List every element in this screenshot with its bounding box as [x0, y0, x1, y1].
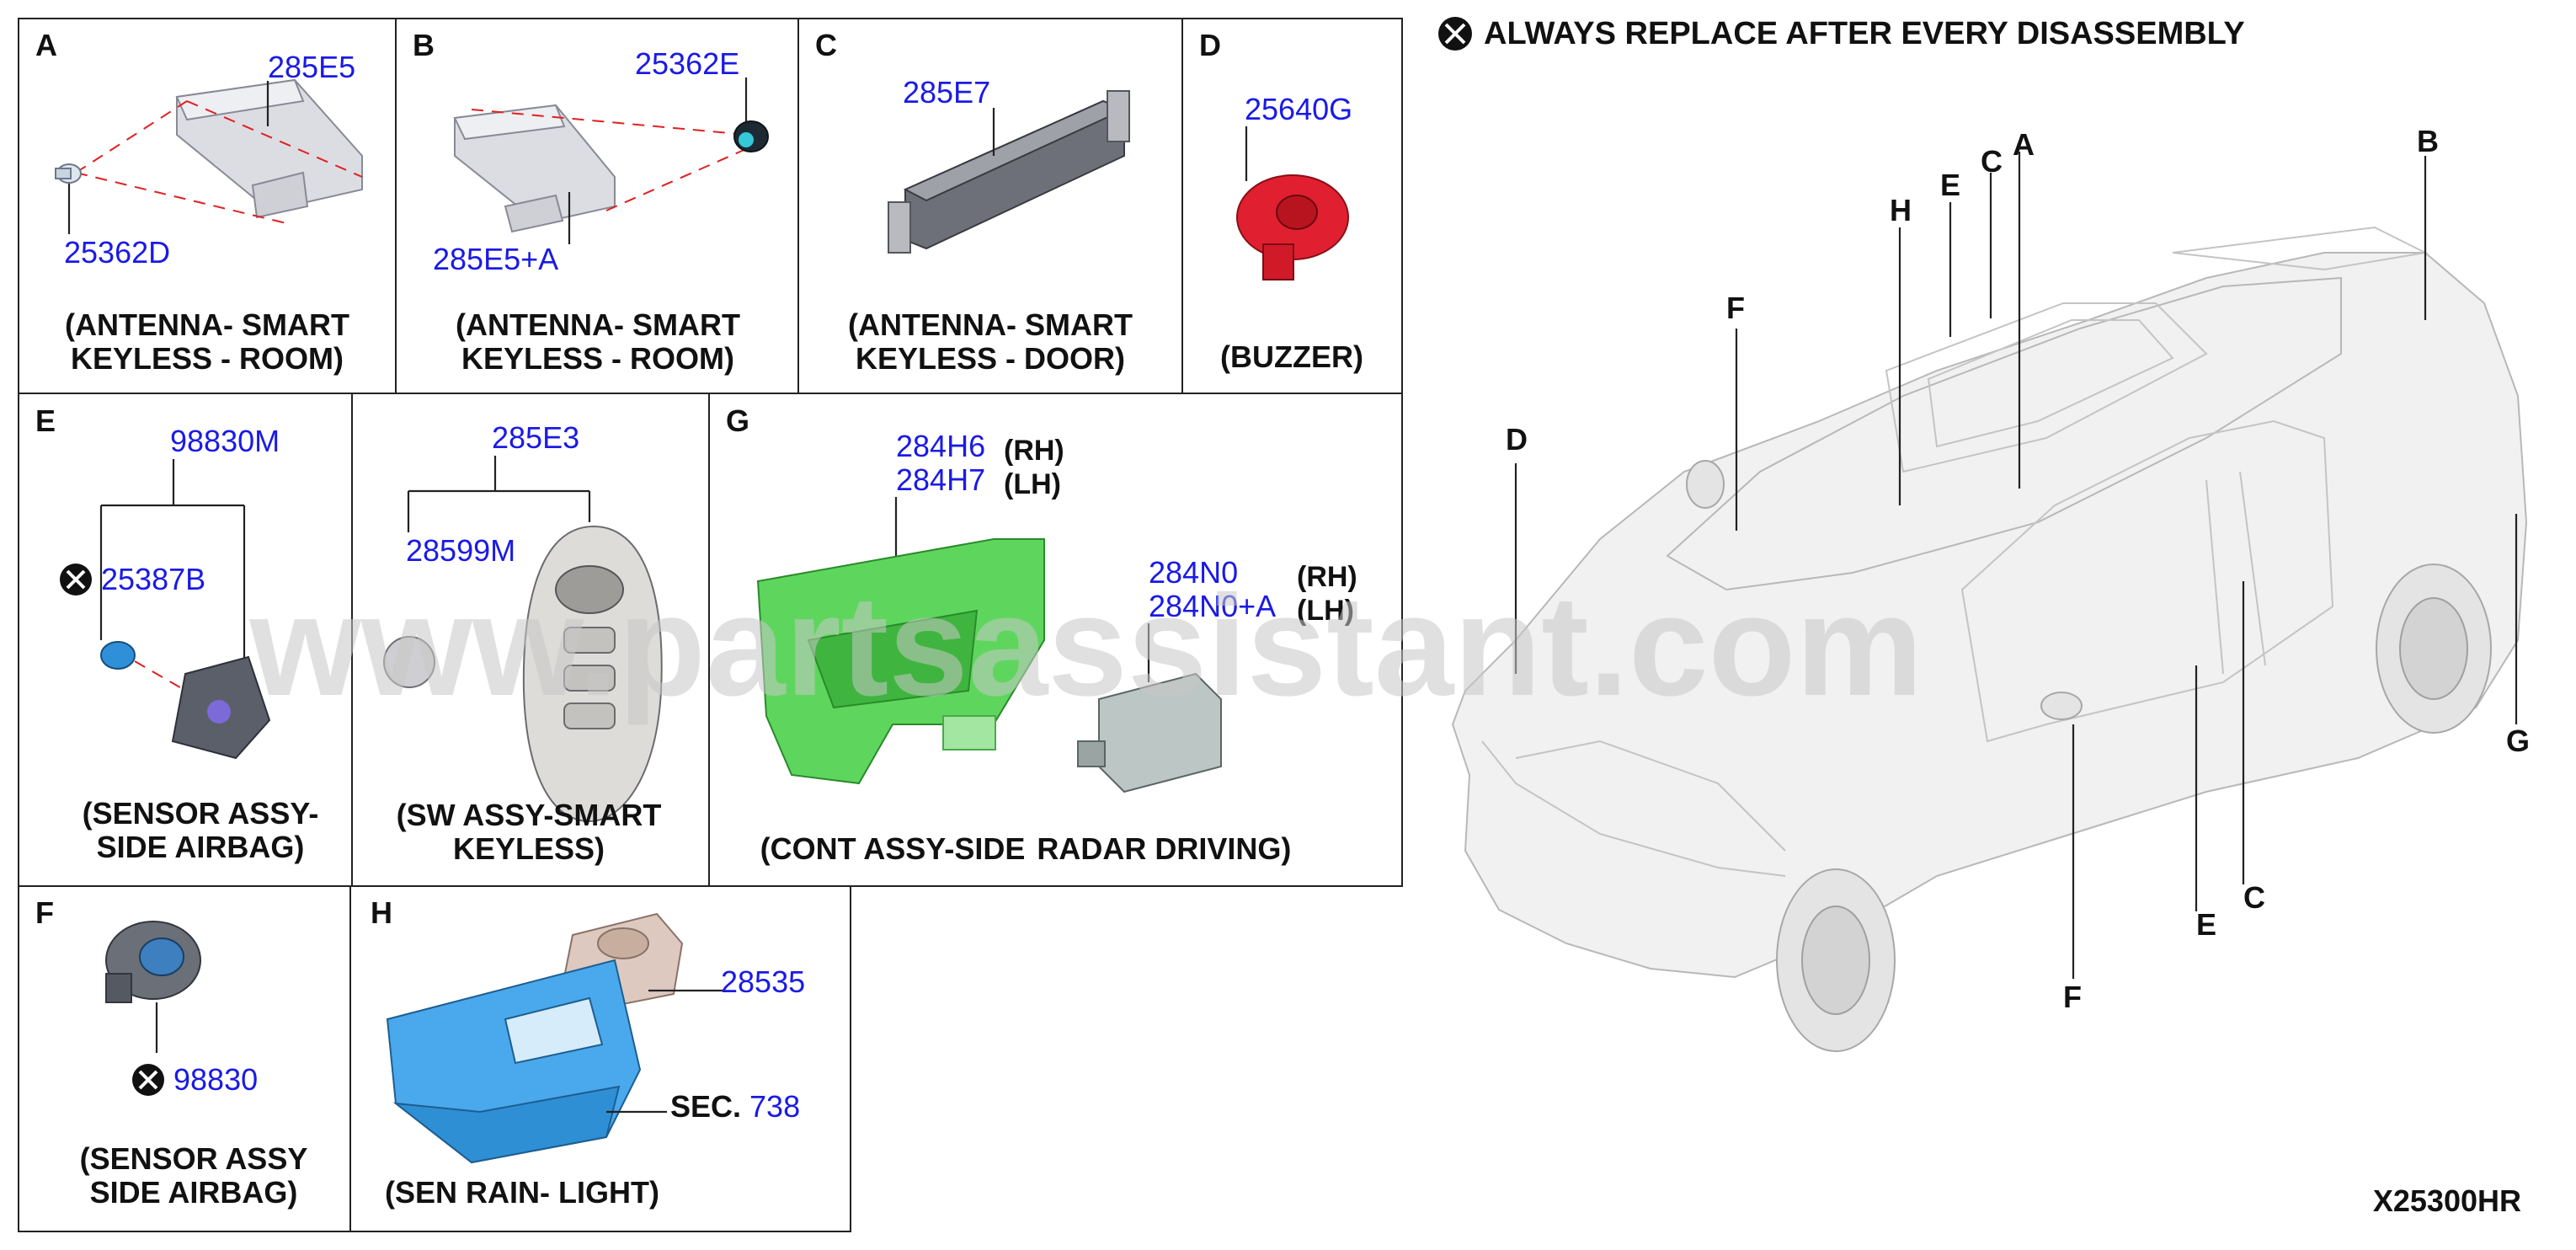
replace-note-text: ALWAYS REPLACE AFTER EVERY DISASSEMBLY: [1484, 16, 2245, 51]
part-number[interactable]: 284N0: [1149, 555, 1238, 590]
panel-g: G 284H6 (RH) 284H7 (LH) 284N0 (RH) 284N0…: [726, 403, 1357, 866]
part-number[interactable]: 284N0+A: [1149, 589, 1276, 623]
replace-mark-icon: [132, 1064, 164, 1096]
part-number[interactable]: 28599M: [406, 533, 515, 568]
panel-letter: C: [815, 28, 837, 62]
radar-bracket-part-image: [756, 538, 1045, 785]
replace-note: ALWAYS REPLACE AFTER EVERY DISASSEMBLY: [1438, 16, 2245, 51]
side-label: (RH): [1297, 561, 1357, 593]
panel-letter: A: [35, 28, 57, 62]
part-number[interactable]: 285E5+A: [433, 242, 558, 276]
part-caption: SIDE AIRBAG): [90, 1175, 298, 1210]
side-label: (RH): [1004, 435, 1064, 467]
part-caption: KEYLESS - ROOM): [461, 341, 734, 376]
panel-letter: E: [35, 403, 56, 438]
panel-h: H 28535 SEC.738 (SEN RAIN- LIGHT): [371, 895, 805, 1210]
caption-part: RADAR DRIVING): [1037, 831, 1291, 866]
panel-c: C 285E7 (ANTENNA- SMART KEYLESS - DOOR): [815, 28, 1133, 376]
part-number[interactable]: 28535: [721, 964, 805, 999]
part-caption: (SENSOR ASSY-: [83, 796, 319, 831]
coin-battery-part-image: [383, 636, 435, 688]
panel-letter: F: [35, 895, 54, 930]
callout-a[interactable]: A: [2013, 127, 2035, 162]
caption-part: (CONT ASSY-SIDE: [760, 831, 1026, 866]
part-number[interactable]: 285E7: [903, 75, 990, 110]
side-label: (LH): [1004, 468, 1061, 500]
side-label: (LH): [1297, 595, 1354, 627]
callout-h[interactable]: H: [1890, 193, 1912, 227]
part-number[interactable]: 285E3: [492, 420, 579, 455]
part-caption: KEYLESS - ROOM): [71, 341, 344, 376]
part-caption: (ANTENNA- SMART: [848, 307, 1133, 342]
smart-key-fob-part-image: [522, 525, 663, 823]
antenna-room-part-image: [55, 78, 363, 224]
callout-g[interactable]: G: [2506, 724, 2530, 758]
part-caption: (CONT ASSY-SIDE RADAR DRIVING): [760, 831, 1292, 866]
callout-c[interactable]: C: [1981, 144, 2003, 179]
part-caption: SIDE AIRBAG): [97, 830, 305, 864]
callout-f-lower[interactable]: F: [2063, 980, 2082, 1014]
part-number[interactable]: 25387B: [101, 562, 205, 596]
section-label: SEC.738: [670, 1089, 800, 1124]
panel-b: B 25362E 285E5+A (ANTENNA- SMART KEYLESS…: [413, 28, 769, 376]
vehicle-callout-leaders: [1514, 152, 2518, 979]
part-caption: (BUZZER): [1220, 339, 1363, 374]
part-caption: (SEN RAIN- LIGHT): [385, 1175, 659, 1210]
part-number[interactable]: 25362E: [635, 46, 739, 81]
callout-f[interactable]: F: [1726, 291, 1745, 325]
panel-letter: H: [371, 895, 392, 930]
part-number[interactable]: 284H6: [896, 429, 985, 463]
diagram-code: X25300HR: [2373, 1183, 2521, 1218]
antenna-room-part-image: [453, 104, 769, 233]
vehicle-illustration: [1451, 226, 2528, 1052]
panel-letter: B: [413, 28, 435, 62]
sec-prefix: SEC.: [670, 1089, 741, 1124]
part-caption: (SENSOR ASSY: [80, 1141, 308, 1176]
section-number[interactable]: 738: [749, 1089, 800, 1124]
leader-line: [99, 459, 246, 665]
vehicle-callout-labels: D F H E C A B G C E F: [1506, 124, 2530, 1014]
part-caption: (ANTENNA- SMART: [65, 307, 349, 342]
part-caption: (ANTENNA- SMART: [456, 307, 740, 342]
watermark-text: www.partsassistant.com: [248, 566, 1923, 726]
panel-letter: G: [726, 403, 749, 438]
replace-mark-icon: [1438, 17, 1472, 51]
part-number[interactable]: 98830M: [170, 424, 280, 458]
buzzer-part-image: [1236, 174, 1349, 280]
part-number[interactable]: 25362D: [64, 235, 170, 270]
panel-d: D 25640G (BUZZER): [1199, 28, 1363, 374]
callout-e[interactable]: E: [1940, 168, 1960, 202]
airbag-sensor-part-image: [100, 641, 271, 760]
panel-smart-keyless: 285E3 28599M (SW ASSY-SMART KEYLESS): [383, 420, 663, 866]
radar-module-part-image: [1077, 672, 1222, 793]
panel-letter: D: [1199, 28, 1221, 62]
panel-e: E 98830M 25387B (SENSOR ASSY- SIDE AIRBA…: [35, 403, 318, 864]
part-number[interactable]: 25640G: [1245, 92, 1352, 126]
part-caption: KEYLESS - DOOR): [856, 341, 1125, 376]
callout-c-lower[interactable]: C: [2243, 880, 2265, 915]
antenna-door-part-image: [888, 90, 1130, 254]
callout-e-lower[interactable]: E: [2196, 907, 2216, 942]
leader-line: [407, 456, 591, 532]
replace-mark-icon: [60, 564, 92, 596]
airbag-sensor-part-image: [105, 921, 201, 1003]
part-caption: KEYLESS): [453, 831, 605, 866]
panel-grid: [18, 18, 1403, 1232]
sensor-cover-part-image: [386, 959, 642, 1164]
panel-f: F 98830 (SENSOR ASSY SIDE AIRBAG): [35, 895, 307, 1210]
part-caption: (SW ASSY-SMART: [397, 798, 662, 832]
part-number[interactable]: 284H7: [896, 462, 985, 497]
part-number[interactable]: 285E5: [268, 50, 355, 84]
callout-b[interactable]: B: [2417, 124, 2439, 158]
callout-d[interactable]: D: [1506, 422, 1528, 457]
part-number[interactable]: 98830: [173, 1062, 258, 1097]
panel-a: A 285E5 25362D (ANTENNA- SMART KEYLESS -…: [35, 28, 363, 376]
